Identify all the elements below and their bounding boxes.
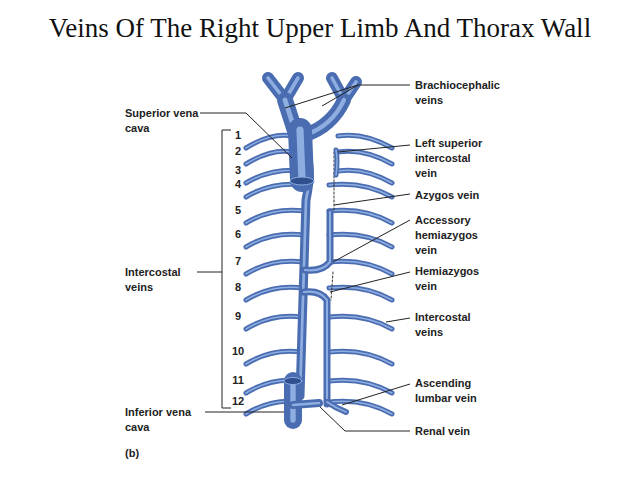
callout-number: 9	[230, 309, 246, 324]
vein	[246, 135, 292, 148]
vein-highlight	[300, 130, 302, 180]
vein-highlight	[329, 234, 392, 247]
vein	[300, 130, 302, 180]
vein-highlight	[329, 316, 392, 329]
vein	[338, 151, 392, 164]
callout-number: 1	[230, 128, 246, 143]
vein-highlight	[246, 210, 305, 223]
callout-number: 5	[230, 203, 246, 218]
vein-highlight	[336, 150, 337, 175]
leader-line	[342, 384, 410, 405]
vein-highlight	[327, 402, 346, 412]
vein	[329, 184, 392, 197]
vein	[329, 210, 392, 223]
vein-highlight	[329, 261, 392, 274]
leader-line	[386, 318, 410, 322]
vein	[329, 316, 392, 329]
leader-line	[330, 272, 410, 292]
callout-number: 6	[230, 227, 246, 242]
vein-label: Left superior intercostal vein	[415, 136, 495, 181]
vein	[246, 351, 301, 364]
vein	[293, 403, 319, 405]
vein	[329, 261, 392, 274]
vein	[284, 381, 302, 420]
vein	[305, 212, 330, 270]
vein-drawing	[246, 78, 392, 420]
callout-number: 11	[230, 373, 246, 388]
vein	[329, 351, 392, 364]
vein-highlight	[338, 151, 392, 164]
vein	[338, 170, 392, 183]
vein-label: Inferior vena cava	[125, 405, 207, 435]
vein-highlight	[246, 287, 303, 300]
callout-number: 3	[230, 163, 246, 178]
callout-number: 12	[230, 394, 246, 409]
vein-highlight	[246, 234, 304, 247]
vein-highlight	[329, 287, 392, 300]
vein-highlight	[329, 210, 392, 223]
vein	[327, 402, 346, 412]
vein	[246, 210, 305, 223]
vein-highlight	[290, 381, 295, 420]
vein-highlight	[246, 316, 302, 329]
callout-number: 4	[230, 177, 246, 192]
callout-number: 8	[230, 280, 246, 295]
vein	[329, 380, 392, 393]
leader-line	[320, 407, 410, 431]
vein-label: Hemiazygos vein	[415, 264, 483, 294]
vein	[246, 287, 303, 300]
vein-label: Renal vein	[415, 424, 525, 439]
vein	[246, 316, 302, 329]
dotted-line	[331, 272, 333, 300]
leader-line	[200, 113, 292, 158]
vein-highlight	[246, 351, 301, 364]
vein-label: Azygos vein	[415, 188, 525, 203]
vein-highlight	[329, 351, 392, 364]
cut-vessel-end	[290, 177, 314, 185]
bracket	[197, 130, 231, 408]
vein-highlight	[304, 292, 327, 404]
callout-number: 7	[230, 254, 246, 269]
vein-highlight	[246, 261, 304, 274]
vein	[246, 151, 292, 164]
vein-highlight	[338, 135, 392, 148]
vein	[246, 261, 304, 274]
vein	[329, 287, 392, 300]
bracket-label: Intercostal veins	[125, 265, 195, 295]
vein	[246, 234, 304, 247]
vein-highlight	[329, 380, 392, 393]
diagram-title: Veins Of The Right Upper Limb And Thorax…	[0, 12, 640, 44]
vein-label: Accessory hemiazygos vein	[415, 213, 485, 258]
vein-highlight	[246, 135, 292, 148]
vein-highlight	[305, 212, 330, 270]
leader-line	[334, 194, 410, 205]
dotted-line	[334, 152, 335, 212]
vein	[338, 135, 392, 148]
vein-label: Brachiocephalic veins	[415, 78, 510, 108]
vein-highlight	[293, 403, 319, 405]
panel-label: (b)	[125, 446, 165, 461]
vein-label: Superior vena cava	[125, 106, 207, 136]
callout-number: 2	[230, 144, 246, 159]
leader-line	[338, 145, 410, 152]
vein-highlight	[338, 170, 392, 183]
vein-highlight	[329, 184, 392, 197]
leader-lines	[197, 85, 410, 431]
callout-number: 10	[230, 344, 246, 359]
cut-vessel-end	[284, 378, 302, 385]
vein-label: Intercostal veins	[415, 310, 485, 340]
vein	[336, 150, 337, 175]
leader-line	[205, 412, 284, 413]
vein	[329, 234, 392, 247]
leader-line	[285, 85, 410, 108]
leader-line	[333, 220, 410, 262]
vein-label: Ascending lumbar vein	[415, 376, 487, 406]
vein-highlight	[246, 151, 292, 164]
vein	[304, 292, 327, 404]
